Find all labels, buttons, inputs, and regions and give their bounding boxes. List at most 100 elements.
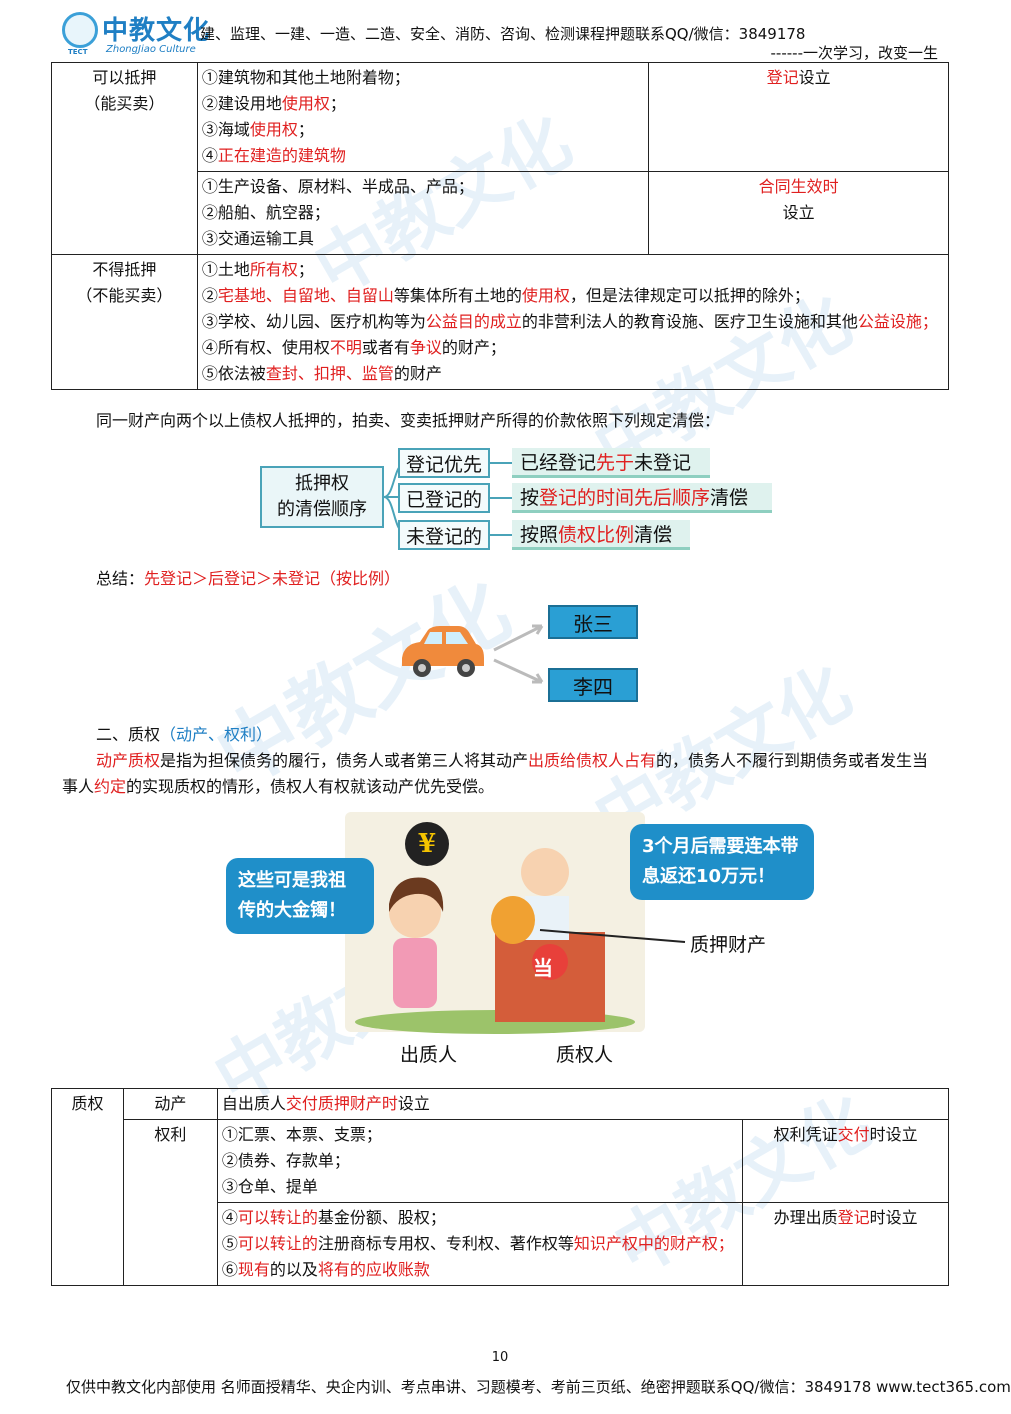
text-run: 公益目的成立 [425, 312, 522, 331]
list-item: ①汇票、本票、支票； [222, 1122, 738, 1148]
text-run: 是指为担保债务的履行，债务人或者第三人将其动产 [160, 751, 529, 770]
text-run: 交付 [837, 1125, 870, 1144]
text-run: 的财产； [441, 338, 506, 357]
text-run: 的以及 [269, 1260, 318, 1279]
pledgee-label: 质权人 [556, 1044, 614, 1066]
mindmap-root: 抵押权 的清偿顺序 [260, 466, 384, 528]
page-footer: 仅供中教文化内部使用 名师面授精华、央企内训、考点串讲、习题模考、考前三页纸、绝… [66, 1378, 1011, 1396]
text-run: 自出质人 [221, 1094, 286, 1113]
group1-effect: 登记设立 [648, 62, 949, 172]
section2-title: 二、质权（动产、权利） [96, 725, 273, 744]
speech-bubble-pledgee: 3个月后需要连本带息返还10万元！ [630, 824, 814, 900]
group1-items: ①建筑物和其他土地附着物；②建设用地使用权；③海域使用权；④正在建造的建筑物 [196, 62, 650, 172]
list-item: ③海域使用权； [202, 117, 644, 143]
text-run: 出质给债权人占有 [528, 751, 657, 770]
logo-title: 中教文化 [102, 16, 211, 46]
text-run: 使用权 [249, 120, 298, 139]
brand-logo: 中教文化 ZhongJiao Culture TECT [62, 8, 212, 58]
text-run: 已经登记 [520, 452, 597, 474]
list-item: ④所有权、使用权不明或者有争议的财产； [202, 335, 944, 361]
table-row: ④可以转让的基金份额、股权；⑤可以转让的注册商标专用权、专利权、著作权等知识产权… [52, 1202, 949, 1286]
can-mortgage-cell: 可以抵押 （能买卖） [51, 62, 198, 255]
text-run: 的，债务人不履行到期债务或者发生当事人 [62, 751, 929, 796]
mindmap-branch-left: 未登记的 [398, 520, 490, 550]
mindmap-branch-right: 按登记的时间先后顺序清偿 [512, 483, 772, 513]
list-item: ⑤依法被查封、扣押、监管的财产 [202, 361, 944, 387]
car-arrows [493, 624, 544, 684]
paragraph-priority-intro: 同一财产向两个以上债权人抵押的，拍卖、变卖抵押财产所得的价款依照下列规定清偿： [96, 411, 721, 430]
text-run: ④ [221, 1208, 238, 1227]
logo-subtitle: ZhongJiao Culture [106, 44, 196, 55]
rights-cell: 权利 [122, 1119, 218, 1286]
list-item: ⑤可以转让的注册商标专用权、专利权、著作权等知识产权中的财产权； [222, 1231, 738, 1257]
rights-group1-effect: 权利凭证交付时设立 [742, 1119, 949, 1203]
text-run: 可以转让的 [237, 1208, 318, 1227]
text-run: 设立 [397, 1094, 430, 1113]
list-item: ③交通运输工具 [202, 226, 644, 252]
table-row: 不得抵押 （不能买卖） ①土地所有权；②宅基地、自留地、自留山等集体所有土地的使… [51, 254, 950, 390]
text-run: 可以转让的 [237, 1234, 318, 1253]
table-row: 可以抵押 （能买卖） ①建筑物和其他土地附着物；②建设用地使用权；③海域使用权；… [51, 62, 949, 255]
list-item: ①建筑物和其他土地附着物； [202, 65, 644, 91]
header-contact-text: 建、监理、一建、一造、二造、安全、消防、咨询、检测课程押题联系QQ/微信：384… [200, 25, 806, 43]
text-run: ⑤依法被 [201, 364, 266, 383]
can-mortgage-sub: （能买卖） [84, 94, 165, 113]
text-run: 将有的应收账款 [317, 1260, 430, 1279]
text-run: 所有权 [249, 260, 298, 279]
text-run: 公益设施； [857, 312, 938, 331]
text-run: ⑥ [221, 1260, 238, 1279]
table-row: 质权 动产 自出质人交付质押财产时设立 [51, 1088, 950, 1286]
table-row: ①生产设备、原材料、半成品、产品； ②船舶、航空器； ③交通运输工具 合同生效时设立 [52, 171, 949, 255]
list-item: ①土地所有权； [202, 257, 944, 283]
text-run: ③学校、幼儿园、医疗机构等为 [201, 312, 426, 331]
list-item: ③学校、幼儿园、医疗机构等为公益目的成立的非营利法人的教育设施、医疗卫生设施和其… [202, 309, 944, 335]
list-item: ②建设用地使用权； [202, 91, 644, 117]
text-run: 按 [520, 487, 540, 509]
list-item: ①生产设备、原材料、半成品、产品； [202, 174, 644, 200]
rights-group1: ①汇票、本票、支票； ②债券、存款单； ③仓单、提单 [216, 1119, 744, 1203]
text-run: ③交通运输工具 [201, 229, 314, 248]
text-run: 争议 [409, 338, 442, 357]
target-zhangsan: 张三 [548, 605, 638, 639]
list-item: ③仓单、提单 [222, 1174, 738, 1200]
text-run: ； [297, 260, 314, 279]
text-run: ①生产设备、原材料、半成品、产品； [201, 177, 474, 196]
text-run: ，但是法律规定可以抵押的除外； [569, 286, 810, 305]
movable-cell: 动产 [122, 1088, 218, 1120]
text-run: ； [329, 94, 346, 113]
text-run: 办理出质 [773, 1208, 838, 1227]
yuan-thought-icon: ¥ [405, 822, 449, 866]
text-run: 或者有 [361, 338, 410, 357]
list-item: ④正在建造的建筑物 [202, 143, 644, 169]
text-run: ②债券、存款单； [221, 1151, 350, 1170]
pawn-illustration: ¥ 当 [345, 812, 645, 1034]
group2-items: ①生产设备、原材料、半成品、产品； ②船舶、航空器； ③交通运输工具 [196, 171, 650, 255]
text-run: ③海域 [201, 120, 250, 139]
text-run: ①汇票、本票、支票； [221, 1125, 382, 1144]
list-item: ②船舶、航空器； [202, 200, 644, 226]
text-run: 不明 [329, 338, 362, 357]
logo-tect: TECT [68, 48, 88, 56]
cannot-mortgage-label: 不得抵押 [92, 260, 157, 279]
group2-effect: 合同生效时设立 [648, 171, 949, 255]
pawn-scene [355, 848, 635, 1034]
mindmap-branch-left: 已登记的 [398, 483, 490, 513]
list-item: ②宅基地、自留地、自留山等集体所有土地的使用权，但是法律规定可以抵押的除外； [202, 283, 944, 309]
text-run: ④所有权、使用权 [201, 338, 330, 357]
text-run: 查封、扣押、监管 [265, 364, 394, 383]
text-run: 动产质权 [96, 751, 161, 770]
mortgage-table: 可以抵押 （能买卖） ①建筑物和其他土地附着物；②建设用地使用权；③海域使用权；… [51, 62, 950, 390]
pledgor-label: 出质人 [400, 1044, 458, 1066]
text-run: 约定 [94, 777, 127, 796]
mindmap-branch-left: 登记优先 [398, 448, 490, 478]
cannot-mortgage-sub: （不能买卖） [76, 286, 173, 305]
mindmap-branch-right: 已经登记先于未登记 [512, 448, 710, 478]
text-run: 宅基地、自留地、自留山 [217, 286, 394, 305]
pledge-main-cell: 质权 [51, 1088, 124, 1286]
text-run: 登记 [837, 1208, 870, 1227]
table-row: 权利 ①汇票、本票、支票； ②债券、存款单； ③仓单、提单 权利凭证交付时设立 [52, 1119, 949, 1286]
pledge-definition: 动产质权是指为担保债务的履行，债务人或者第三人将其动产出质给债权人占有的，债务人… [62, 748, 942, 800]
pledge-table: 质权 动产 自出质人交付质押财产时设立 权利 ①汇票、本票、支票；②债券、存款单… [51, 1088, 950, 1286]
list-item: ④可以转让的基金份额、股权； [222, 1205, 738, 1231]
text-run: 的实现质权的情形，债权人有权就该动产优先受偿。 [126, 777, 495, 796]
